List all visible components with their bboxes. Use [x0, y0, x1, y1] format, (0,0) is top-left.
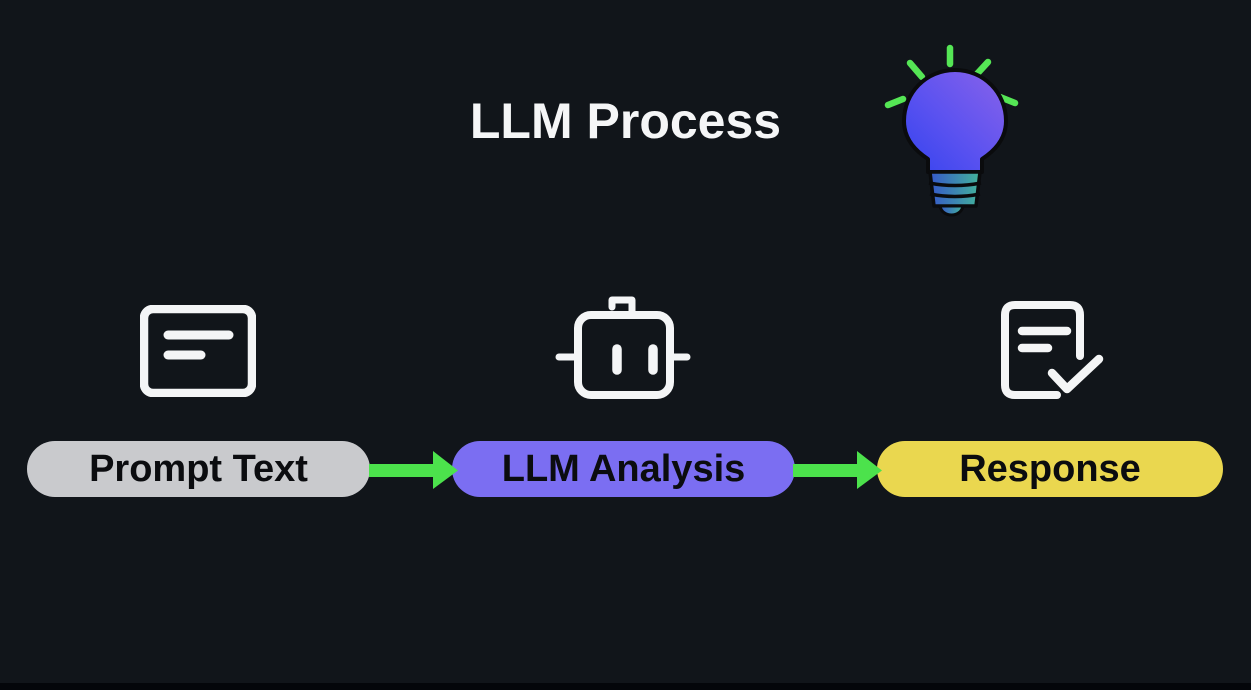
lightbulb-icon: [884, 44, 1019, 217]
flow-node-prompt-text: Prompt Text: [27, 441, 370, 497]
flow-node-label: LLM Analysis: [501, 448, 746, 490]
arrow-right-icon: [369, 451, 458, 489]
check-mark: [1047, 354, 1104, 394]
arrow-right-icon: [793, 451, 882, 489]
robot-antenna: [608, 296, 636, 319]
light-rays: [884, 44, 1019, 109]
document-check-icon: [1001, 301, 1104, 399]
message-card-icon: [140, 305, 256, 397]
letterbox-bar: [0, 683, 1251, 690]
robot-icon: [555, 296, 691, 399]
flow-node-llm-analysis: LLM Analysis: [452, 441, 795, 497]
flow-node-response: Response: [877, 441, 1223, 497]
flow-node-label: Response: [959, 448, 1141, 490]
flow-node-label: Prompt Text: [89, 448, 308, 490]
page-title: LLM Process: [469, 93, 782, 149]
